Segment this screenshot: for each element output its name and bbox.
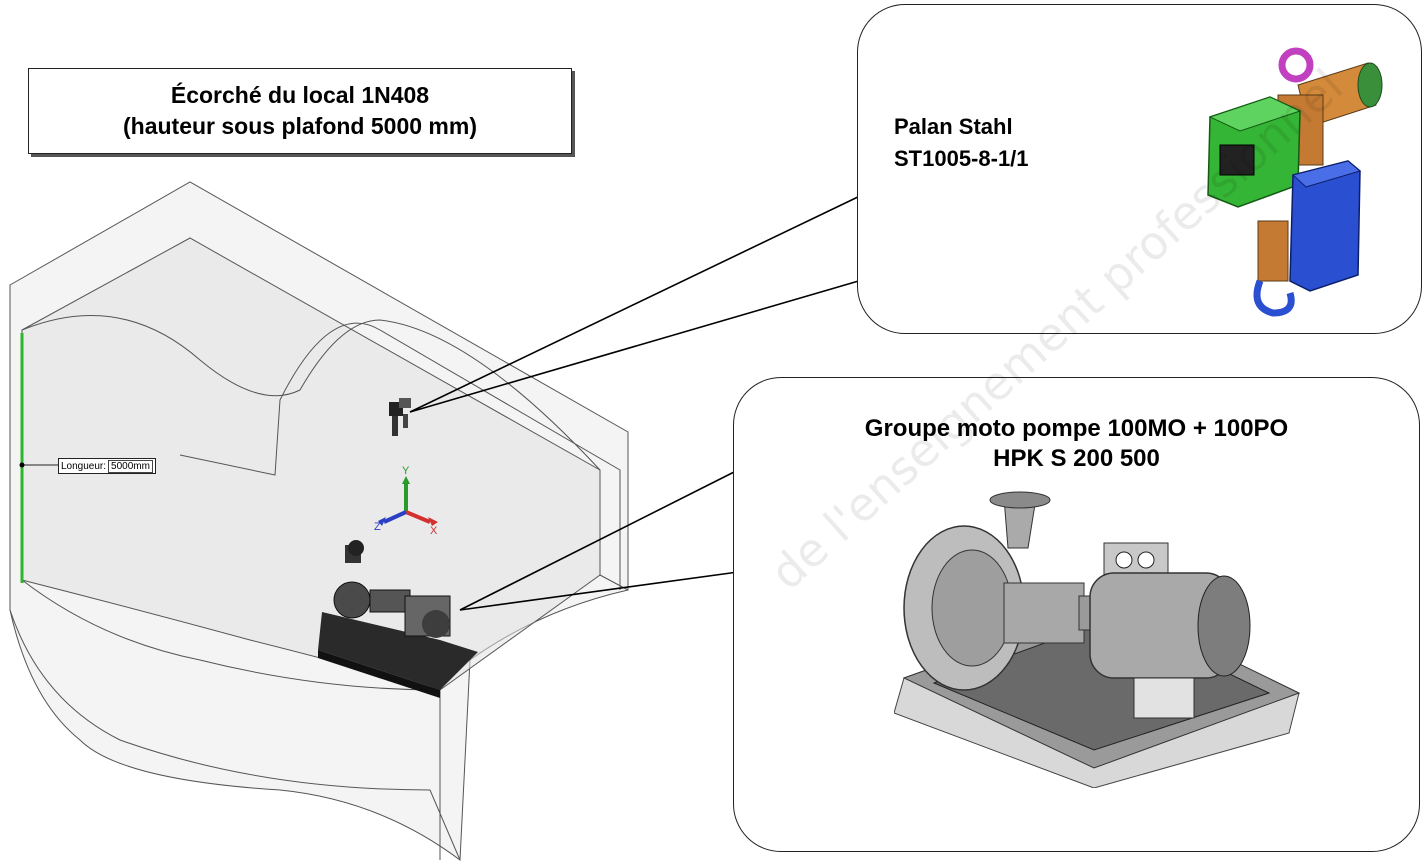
hoist-lifting-eye [1278, 47, 1314, 83]
room-ceiling-curve [21, 315, 601, 471]
axis-triad: Y X Z [374, 465, 438, 537]
pompe-leader-bottom [459, 571, 739, 611]
dimension-anchor [19, 462, 25, 468]
palan-label-line-2: ST1005-8-1/1 [894, 146, 1029, 171]
title-box: Écorché du local 1N408 (hauteur sous pla… [28, 68, 572, 154]
axis-x-label: X [430, 525, 438, 537]
small-pump-model [318, 540, 478, 698]
hoist-illustration [1207, 47, 1383, 317]
palan-leader-top [409, 194, 863, 413]
dimension-label-text: Longueur: [61, 460, 107, 472]
hoist-hook [1253, 279, 1295, 317]
pompe-label-line-2: HPK S 200 500 [993, 445, 1160, 472]
motor-end-cap [1197, 575, 1251, 677]
hoist-hook-block [1257, 220, 1289, 282]
palan-label: Palan Stahl ST1005-8-1/1 [894, 111, 1029, 175]
pompe-callout: Groupe moto pompe 100MO + 100PO HPK S 20… [733, 377, 1420, 852]
palan-leader-bottom [409, 279, 863, 413]
room-volume [9, 181, 629, 861]
room-floor-curve [21, 579, 441, 691]
motor-terminal-2 [1137, 551, 1155, 569]
pump-bearing-frame [1003, 582, 1085, 644]
pump-illustration [894, 491, 1301, 788]
dimension-label: Longueur: 5000mm [58, 458, 156, 474]
palan-callout: Palan Stahl ST1005-8-1/1 [857, 4, 1422, 334]
axis-z-label: Z [374, 521, 381, 533]
room-inner-ledge [179, 322, 621, 590]
palan-label-line-1: Palan Stahl [894, 114, 1013, 139]
leader-lines [409, 194, 863, 611]
motor-foot [1133, 677, 1195, 719]
pompe-leader-top [459, 467, 743, 611]
title-line-2: (hauteur sous plafond 5000 mm) [122, 113, 477, 139]
title-line-1: Écorché du local 1N408 [170, 82, 430, 108]
room-base-edge [9, 609, 461, 861]
pompe-label-line-1: Groupe moto pompe 100MO + 100PO [864, 415, 1289, 442]
dimension-value: 5000mm [108, 459, 153, 473]
motor-terminal-1 [1115, 551, 1133, 569]
axis-y-label: Y [402, 465, 410, 477]
pompe-label: Groupe moto pompe 100MO + 100PO HPK S 20… [734, 414, 1419, 474]
motor-terminal-box [1103, 542, 1169, 578]
small-hoist-model [389, 398, 411, 436]
